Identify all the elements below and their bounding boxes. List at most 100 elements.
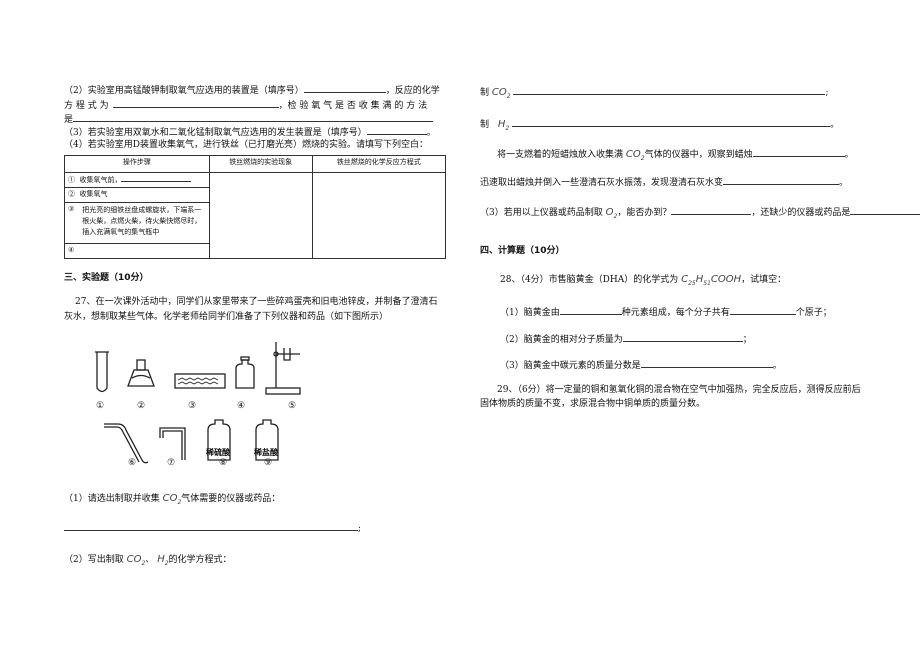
candle-observation-blank[interactable]: [752, 148, 845, 157]
line-end: 。: [839, 178, 849, 188]
figure-label-1: ①: [96, 401, 105, 411]
q27-sub1-blank[interactable]: [64, 522, 358, 531]
co2-equation-line: 制 CO2 ;: [480, 86, 829, 100]
q2-text-tail: ，反应的化学: [385, 86, 440, 96]
q28-mass-blank[interactable]: [622, 333, 743, 342]
table-cell-phenomenon[interactable]: [208, 172, 313, 259]
q28-sub2: （2）脑黄金的相对分子质量为；: [500, 333, 752, 346]
q2-check-label: ，检 验 氧 气 是 否 收 集 满 的 方 法: [278, 101, 428, 111]
q28-sub1-end: 个原子；: [795, 308, 832, 318]
line-end: ；: [742, 335, 752, 345]
step-number: ①: [68, 176, 75, 184]
figure-label-5: ⑤: [288, 401, 297, 411]
table-cell-step: ① 收集氧气前，: [64, 172, 210, 188]
q3-missing-blank[interactable]: [850, 206, 920, 215]
dha-formula: C25H51COOH: [681, 274, 742, 287]
q27-sub1-end: ;: [358, 524, 362, 534]
q27-sub2-text: （2）写出制取: [64, 555, 124, 565]
q2-equation-label: 方 程 式 为: [64, 101, 109, 111]
q28-text: 28、（4分）市售脑黄金（DHA）的化学式为: [500, 275, 679, 285]
right-angle-tube-icon: [159, 427, 186, 460]
co2-formula: CO2: [491, 87, 511, 100]
candle-text-tail: 气体的仪器中，观察到蜡烛: [644, 150, 753, 160]
test-tube-icon: [95, 351, 109, 393]
table-header: 操作步骤: [64, 155, 210, 173]
candle-line1: 将一支燃着的短蜡烛放入收集满 CO2气体的仪器中，观察到蜡烛 。: [497, 148, 854, 162]
limewater-text: 迅速取出蜡烛并倒入一些澄清石灰水振荡，发现澄清石灰水变: [480, 178, 724, 188]
table-header: 铁丝燃烧的化学反应方程式: [311, 155, 447, 173]
bent-tube-icon: [104, 423, 149, 464]
co2-formula: CO2: [162, 493, 182, 506]
step-number: ④: [68, 246, 75, 254]
table-cell-step: ④: [64, 243, 210, 259]
h2-formula: H2: [497, 119, 510, 132]
q28-fraction-blank[interactable]: [640, 359, 773, 368]
table-cell-equation[interactable]: [311, 172, 447, 259]
q27-sub1-answer: ;: [64, 522, 361, 535]
figure-label-8: ⑧: [219, 458, 228, 468]
step-text: 把光亮的细铁丝盘成螺旋状，下端系一根火柴，点燃火柴，待火柴快燃尽时，插入充满氧气…: [82, 206, 202, 236]
gas-bottle-icon: [235, 356, 255, 389]
step-blank[interactable]: [121, 175, 192, 182]
limewater-blank[interactable]: [723, 176, 840, 185]
figure-label-6: ⑥: [128, 458, 137, 468]
line-end: 。: [772, 361, 782, 371]
line-end: 。: [830, 120, 840, 130]
step-number: ②: [68, 190, 75, 198]
h2-equation-blank[interactable]: [512, 118, 831, 127]
table-cell-step: ③ 把光亮的细铁丝盘成螺旋状，下端系一根火柴，点燃火柴，待火柴快燃尽时，插入充满…: [64, 202, 210, 244]
q2-text: （2）实验室用高锰酸钾制取氧气应选用的装置是（填序号）: [64, 86, 304, 96]
table-header: 铁丝燃烧的实验现象: [208, 155, 313, 173]
q28-sub1: （1）脑黄金由 种元素组成，每个分子共有 个原子；: [500, 306, 832, 319]
figure-label-9: ⑨: [264, 458, 273, 468]
comma: 、: [145, 555, 155, 565]
q27-sub1: （1）请选出制取并收集 CO2气体需要的仪器或药品：: [64, 493, 280, 506]
iron-stand-icon: [265, 342, 301, 395]
co2-formula: CO2: [126, 554, 146, 567]
q28-text-tail: ，试填空：: [741, 275, 787, 285]
q2-method-label: 是: [64, 115, 74, 125]
q28-sub3: （3）脑黄金中碳元素的质量分数是。: [500, 359, 782, 372]
section-4-heading: 四、计算题（10分）: [480, 246, 565, 256]
candle-text: 将一支燃着的短蜡烛放入收集满: [497, 150, 624, 160]
q27-line2: 灰水，想制取某些气体。化学老师给同学们准备了下列仪器和药品（如下图所示）: [64, 312, 389, 322]
co2-formula: CO2: [625, 149, 645, 162]
q27-sub2: （2）写出制取 CO2、 H2的化学方程式：: [64, 554, 232, 567]
water-trough-icon: [174, 373, 226, 389]
q3-text: （3）若实验室用双氧水和二氧化锰制取氧气应选用的发生装置是（填序号）: [64, 128, 367, 138]
line-end: 。: [844, 150, 854, 160]
bottle-label-hydrochloric: 稀盐酸: [254, 447, 278, 457]
make-label: 制: [480, 120, 490, 130]
step-text: 收集氧气前，: [79, 176, 122, 184]
q2-method-blank[interactable]: [73, 113, 434, 122]
q29-line1: 29、（6分）将一定量的铜和氢氧化铜的混合物在空气中加强热，完全反应后，测得反应…: [497, 385, 861, 395]
q28-elements-blank[interactable]: [559, 306, 622, 315]
q28-sub1-mid: 种元素组成，每个分子共有: [621, 308, 730, 318]
q3-oxygen-line: （3）若用以上仪器或药品制取 O2，能否办到？，还缺少的仪器或药品是。: [480, 206, 920, 220]
table-header-row: 操作步骤 铁丝燃烧的实验现象 铁丝燃烧的化学反应方程式: [64, 155, 447, 173]
table-cell-step: ② 收集氧气: [64, 187, 210, 203]
gas-collection-icon: [127, 359, 155, 387]
figure-label-3: ③: [188, 401, 197, 411]
table-row: ④: [64, 243, 446, 259]
q28-atoms-blank[interactable]: [729, 306, 796, 315]
h2-formula: H2: [157, 554, 169, 567]
q3-blank[interactable]: [366, 126, 427, 135]
q2-equation-blank[interactable]: [112, 99, 279, 108]
h2-equation-line: 制 H2 。: [480, 118, 839, 132]
q2-line3: 是: [64, 113, 434, 126]
line-end: ;: [825, 88, 829, 98]
step-number: ③: [68, 205, 75, 213]
bottle-label-sulfuric: 稀硫酸: [206, 447, 230, 457]
figure-label-4: ④: [237, 401, 246, 411]
q2-line1: （2）实验室用高锰酸钾制取氧气应选用的装置是（填序号） ，反应的化学: [64, 84, 440, 97]
co2-equation-blank[interactable]: [513, 86, 826, 95]
q27-sub2-text-tail: 的化学方程式：: [168, 555, 232, 565]
q28-line: 28、（4分）市售脑黄金（DHA）的化学式为 C25H51COOH，试填空：: [500, 274, 786, 287]
iron-wire-table: 操作步骤 铁丝燃烧的实验现象 铁丝燃烧的化学反应方程式 ① 收集氧气前， ② 收…: [64, 155, 447, 259]
q27-sub1-text: （1）请选出制取并收集: [64, 494, 160, 504]
q3-line: （3）若实验室用双氧水和二氧化锰制取氧气应选用的发生装置是（填序号）。: [64, 126, 436, 138]
q28-sub1-text: （1）脑黄金由: [500, 308, 560, 318]
q3-possible-blank[interactable]: [671, 206, 752, 215]
q2-device-blank[interactable]: [303, 84, 386, 93]
